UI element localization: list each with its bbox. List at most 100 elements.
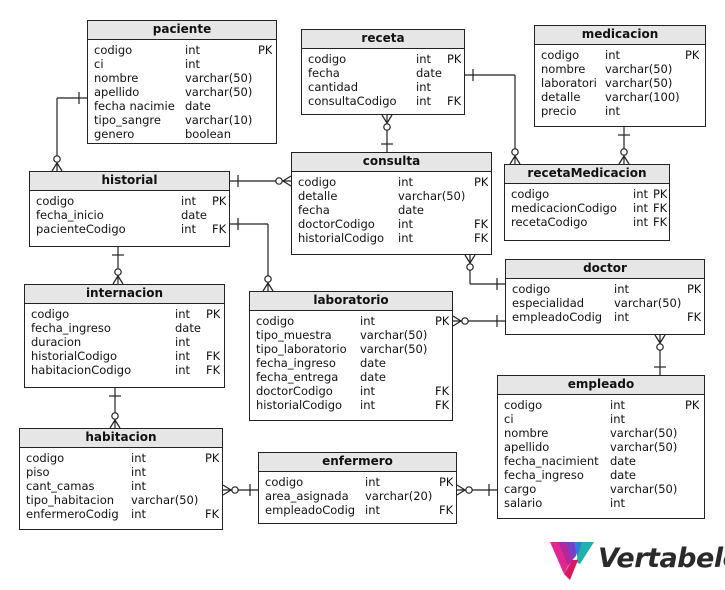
zero-cardinality-marker: [461, 317, 469, 325]
connector-segment: [509, 155, 516, 165]
column-type: int: [131, 479, 146, 493]
column-name: fecha_entrega: [256, 370, 339, 384]
column-key: PK: [685, 48, 700, 62]
column-name: nombre: [541, 62, 586, 76]
column-key: FK: [205, 507, 220, 521]
column-type: boolean: [185, 127, 231, 141]
column-type: int: [614, 310, 629, 324]
zero-cardinality-marker: [264, 275, 272, 283]
column-key: FK: [435, 398, 450, 412]
connector-segment: [117, 275, 124, 285]
column-type: int: [633, 215, 648, 229]
zero-cardinality-marker: [383, 123, 391, 131]
connector-segment: [464, 254, 471, 264]
column-type: varchar(20): [365, 489, 433, 503]
column-name: nombre: [94, 71, 139, 85]
column-name: recetaCodigo: [511, 215, 588, 229]
column-name: fecha_ingreso: [504, 468, 584, 482]
column-key: FK: [474, 231, 489, 245]
zero-cardinality-marker: [511, 148, 519, 156]
column-key: PK: [474, 175, 489, 189]
column-key: PK: [258, 43, 273, 57]
column-name: cantidad: [308, 80, 359, 94]
connector-segment: [222, 489, 232, 496]
connector-segment: [381, 114, 388, 124]
column-type: int: [605, 104, 620, 118]
zero-cardinality-marker: [111, 412, 119, 420]
connector-segment: [452, 315, 462, 322]
connector-segment: [623, 155, 630, 165]
column-name: fecha_ingreso: [256, 356, 336, 370]
column-type: int: [185, 43, 200, 57]
table-title: habitacion: [20, 429, 222, 448]
column-type: varchar(50): [614, 296, 682, 310]
connector-segment: [51, 162, 58, 172]
column-name: doctorCodigo: [256, 384, 333, 398]
column-type: int: [610, 496, 625, 510]
column-name: medicacionCodigo: [511, 201, 617, 215]
column-key: FK: [653, 201, 668, 215]
column-name: enfermeroCodig: [26, 507, 119, 521]
column-name: duracion: [31, 335, 82, 349]
column-type: date: [185, 99, 211, 113]
connector-segment: [56, 162, 63, 172]
connector-segment: [222, 484, 232, 491]
column-name: piso: [26, 465, 50, 479]
column-key: FK: [474, 217, 489, 231]
column-name: codigo: [94, 43, 133, 57]
column-name: fecha_ingreso: [31, 321, 111, 335]
column-type: int: [416, 94, 431, 108]
column-name: fecha: [308, 66, 340, 80]
column-type: int: [185, 57, 200, 71]
column-type: varchar(50): [131, 493, 199, 507]
zero-cardinality-marker: [114, 268, 122, 276]
column-name: historialCodigo: [256, 398, 343, 412]
column-name: nombre: [504, 426, 549, 440]
table-title: medicacion: [535, 26, 705, 45]
column-name: codigo: [31, 307, 70, 321]
column-type: int: [398, 175, 413, 189]
zero-cardinality-marker: [231, 486, 239, 494]
column-name: codigo: [541, 48, 580, 62]
column-key: PK: [653, 187, 668, 201]
connector-segment: [114, 419, 121, 429]
